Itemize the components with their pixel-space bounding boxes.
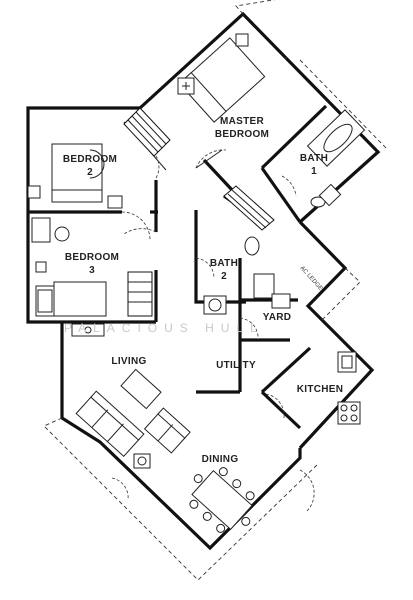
living-furniture — [71, 323, 191, 469]
bedroom-3-furniture — [31, 217, 153, 317]
master-bed — [177, 33, 266, 123]
label-ac-ledge: AC LEDGE — [299, 265, 324, 292]
kitchen-fixtures — [337, 351, 361, 425]
label-living: LIVING — [111, 356, 146, 367]
label-bath-1-line-2: 1 — [311, 166, 317, 177]
label-master-bedroom-line-1: MASTER — [220, 116, 264, 127]
label-kitchen: KITCHEN — [297, 384, 344, 395]
watermark-text: PALACIOUS HULL — [64, 321, 264, 335]
label-bath-1-line-1: BATH — [300, 153, 328, 164]
label-bedroom-3-line-1: BEDROOM — [65, 252, 119, 263]
master-wardrobe — [123, 107, 171, 157]
label-yard: YARD — [263, 312, 292, 323]
bath-1-fixtures — [306, 109, 366, 208]
label-bath-2-line-2: 2 — [221, 271, 227, 282]
bedroom-2-furniture — [27, 143, 123, 209]
bath-2-fixtures — [203, 185, 275, 315]
label-bath-2-line-1: BATH — [210, 258, 238, 269]
label-utility: UTILITY — [216, 360, 256, 371]
label-dining: DINING — [202, 454, 239, 465]
label-bedroom-2-line-1: BEDROOM — [63, 154, 117, 165]
label-master-bedroom-line-2: BEDROOM — [215, 129, 269, 140]
door-swings — [111, 149, 315, 513]
label-bedroom-3-line-2: 3 — [89, 265, 95, 276]
dining-set — [189, 467, 255, 533]
yard-fixtures — [253, 273, 291, 309]
label-bedroom-2-line-2: 2 — [87, 167, 93, 178]
exterior-walls — [26, 0, 389, 581]
